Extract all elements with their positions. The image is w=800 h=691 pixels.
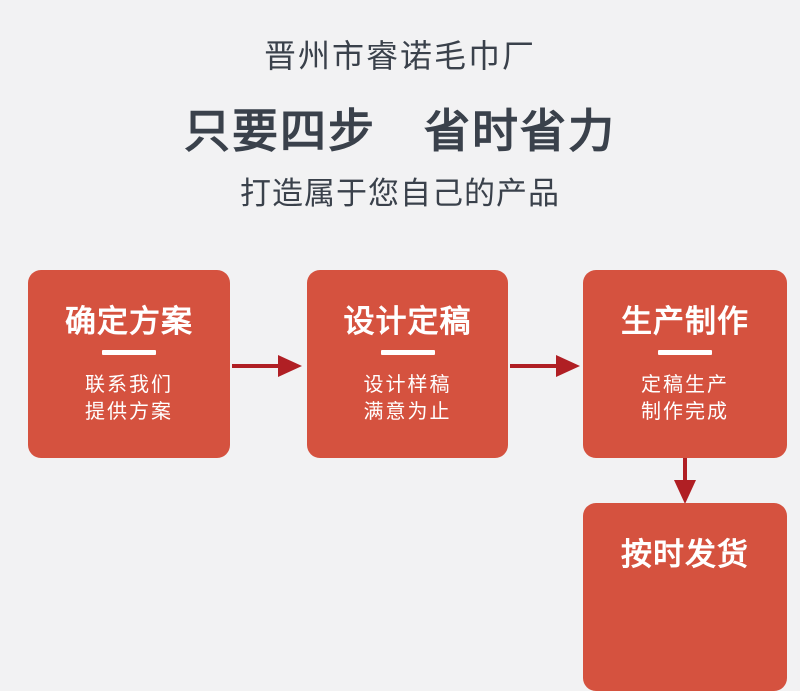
step-line: 定稿生产 (641, 372, 729, 396)
step-title: 生产制作 (621, 304, 749, 340)
step-line: 制作完成 (641, 399, 729, 423)
step-box-ship-on-time: 按时发货 (583, 503, 787, 691)
title-divider (658, 350, 712, 355)
step-box-design-final: 设计定稿 设计样稿 满意为止 (307, 270, 508, 458)
factory-name: 晋州市睿诺毛巾厂 (263, 37, 536, 75)
title-divider (380, 350, 435, 355)
step-title: 确定方案 (65, 304, 193, 340)
step-line: 提供方案 (85, 399, 173, 423)
headline: 只要四步 省时省力 (184, 104, 616, 158)
process-infographic: 晋州市睿诺毛巾厂 只要四步 省时省力 打造属于您自己的产品 确定方案 联系我们 … (28, 37, 787, 691)
step-title: 设计定稿 (343, 304, 472, 340)
step-title: 按时发货 (621, 537, 749, 573)
step-line: 联系我们 (85, 372, 173, 396)
arrow-right-icon (232, 355, 302, 377)
step-line: 设计样稿 (363, 372, 452, 396)
arrow-down-icon (674, 458, 696, 504)
title-divider (102, 350, 156, 355)
step-box-production: 生产制作 定稿生产 制作完成 (583, 270, 787, 458)
step-line: 满意为止 (363, 399, 452, 423)
subheadline: 打造属于您自己的产品 (240, 176, 560, 212)
arrow-right-icon (510, 355, 580, 377)
step-box-confirm-plan: 确定方案 联系我们 提供方案 (28, 270, 230, 458)
